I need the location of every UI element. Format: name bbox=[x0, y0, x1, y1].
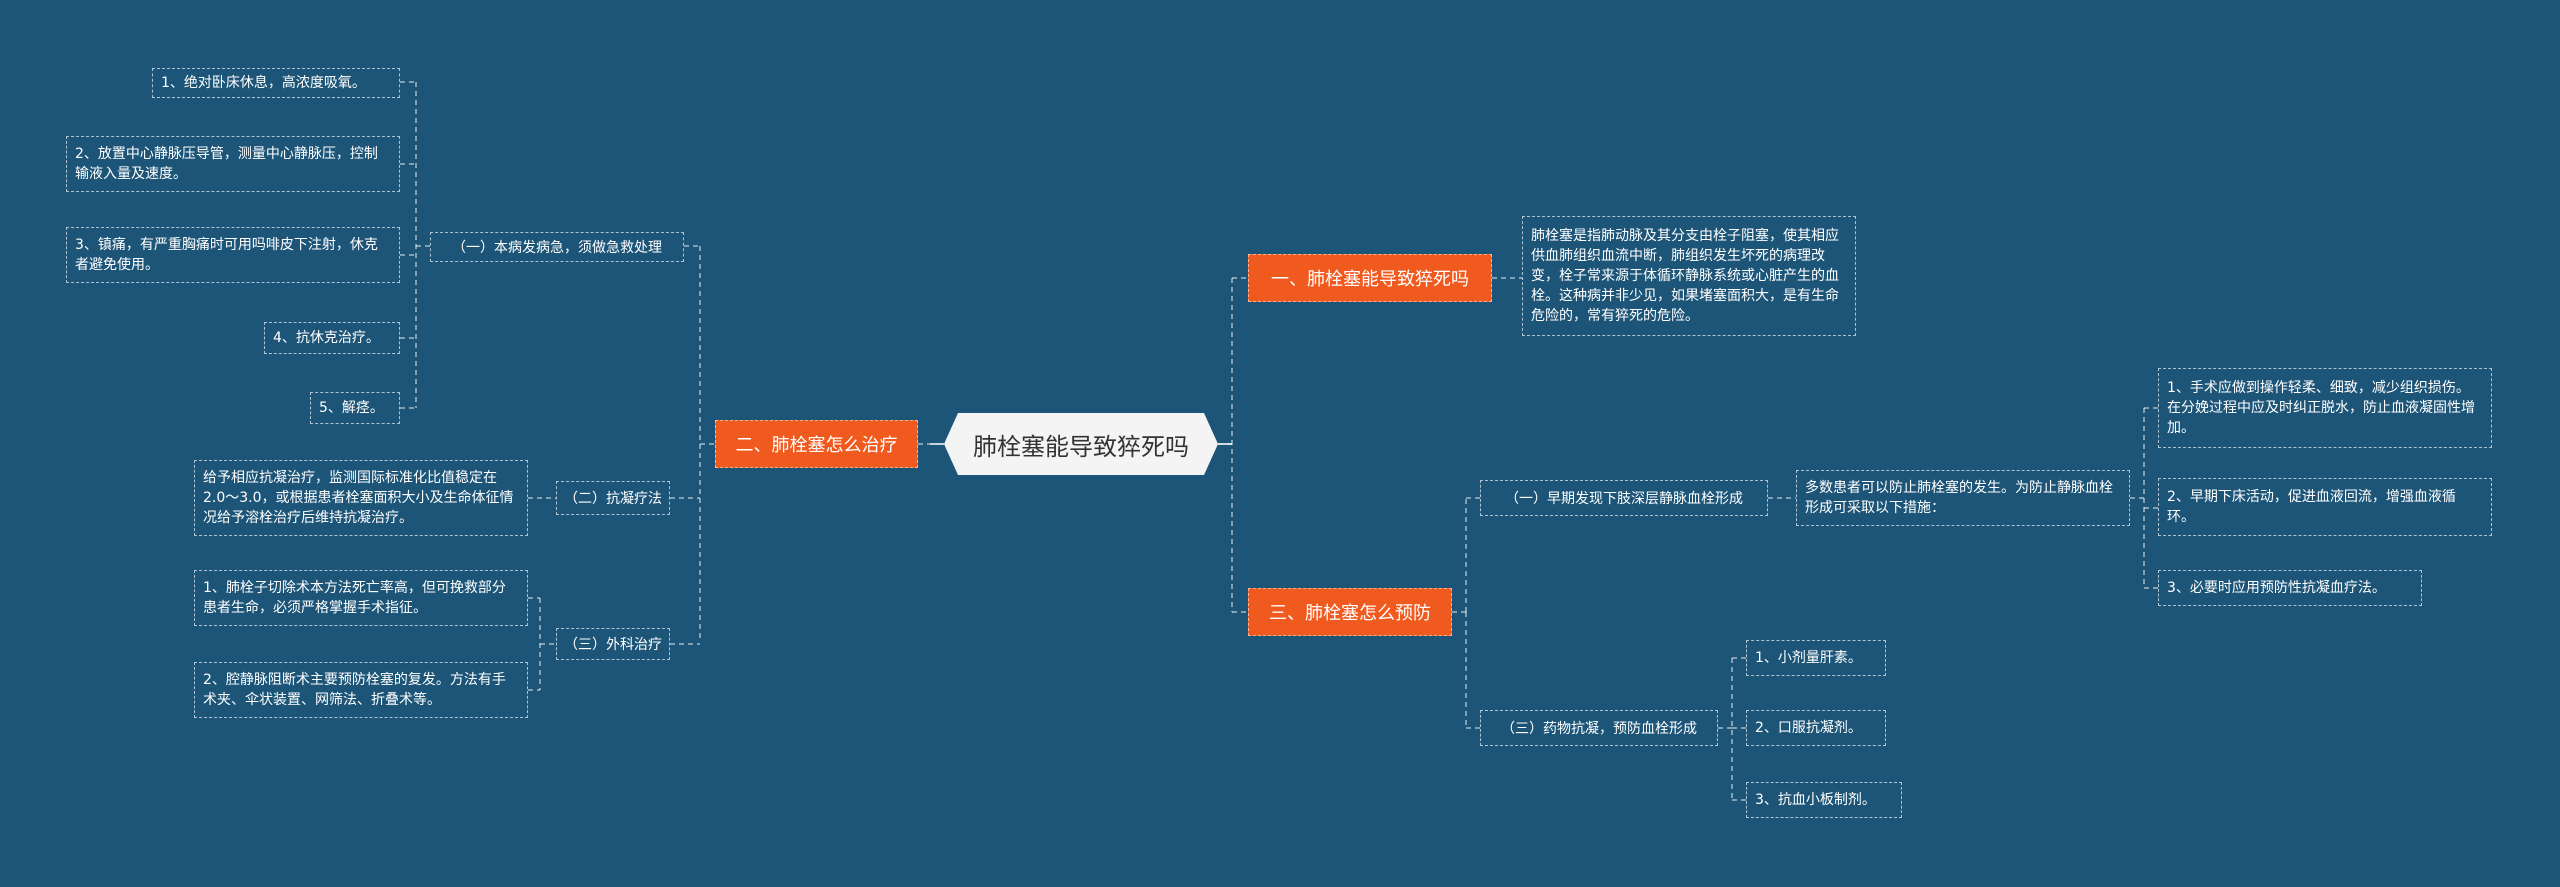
branch-3-sub-2-item-1[interactable]: 1、小剂量肝素。 bbox=[1746, 640, 1886, 676]
branch-2-sub-2-item-1[interactable]: 给予相应抗凝治疗，监测国际标准化比值稳定在2.0～3.0，或根据患者栓塞面积大小… bbox=[194, 460, 528, 536]
root-topic[interactable]: 肺栓塞能导致猝死吗 bbox=[944, 413, 1218, 475]
branch-2-sub-1-item-4[interactable]: 4、抗休克治疗。 bbox=[264, 322, 400, 354]
branch-3-sub-2-item-2[interactable]: 2、口服抗凝剂。 bbox=[1746, 710, 1886, 746]
branch-3-sub-1-item-1[interactable]: 1、手术应做到操作轻柔、细致，减少组织损伤。在分娩过程中应及时纠正脱水，防止血液… bbox=[2158, 368, 2492, 448]
branch-2-sub-1-item-1[interactable]: 1、绝对卧床休息，高浓度吸氧。 bbox=[152, 68, 400, 98]
branch-2-title[interactable]: 二、肺栓塞怎么治疗 bbox=[715, 420, 918, 468]
branch-2-sub-1[interactable]: （一）本病发病急，须做急救处理 bbox=[430, 232, 684, 262]
branch-3-title[interactable]: 三、肺栓塞怎么预防 bbox=[1248, 588, 1452, 636]
branch-3-sub-2[interactable]: （三）药物抗凝，预防血栓形成 bbox=[1480, 710, 1718, 746]
branch-2-sub-1-item-2[interactable]: 2、放置中心静脉压导管，测量中心静脉压，控制输液入量及速度。 bbox=[66, 136, 400, 192]
branch-2-sub-3[interactable]: （三）外科治疗 bbox=[556, 628, 670, 660]
branch-3-sub-1-item-2[interactable]: 2、早期下床活动，促进血液回流，增强血液循环。 bbox=[2158, 478, 2492, 536]
branch-2-sub-3-item-2[interactable]: 2、腔静脉阻断术主要预防栓塞的复发。方法有手术夹、伞状装置、网筛法、折叠术等。 bbox=[194, 662, 528, 718]
branch-3-sub-2-item-3[interactable]: 3、抗血小板制剂。 bbox=[1746, 782, 1902, 818]
branch-2-sub-1-item-5[interactable]: 5、解痉。 bbox=[310, 392, 400, 424]
branch-3-sub-1[interactable]: （一）早期发现下肢深层静脉血栓形成 bbox=[1480, 480, 1768, 516]
branch-1-title[interactable]: 一、肺栓塞能导致猝死吗 bbox=[1248, 254, 1492, 302]
branch-2-sub-2[interactable]: （二）抗凝疗法 bbox=[556, 481, 670, 515]
branch-3-sub-1-item-3[interactable]: 3、必要时应用预防性抗凝血疗法。 bbox=[2158, 570, 2422, 606]
branch-1-content[interactable]: 肺栓塞是指肺动脉及其分支由栓子阻塞，使其相应供血肺组织血流中断，肺组织发生坏死的… bbox=[1522, 216, 1856, 336]
branch-3-sub-1-detail[interactable]: 多数患者可以防止肺栓塞的发生。为防止静脉血栓形成可采取以下措施： bbox=[1796, 470, 2130, 526]
branch-2-sub-1-item-3[interactable]: 3、镇痛，有严重胸痛时可用吗啡皮下注射，休克者避免使用。 bbox=[66, 227, 400, 283]
branch-2-sub-3-item-1[interactable]: 1、肺栓子切除术本方法死亡率高，但可挽救部分患者生命，必须严格掌握手术指征。 bbox=[194, 570, 528, 626]
